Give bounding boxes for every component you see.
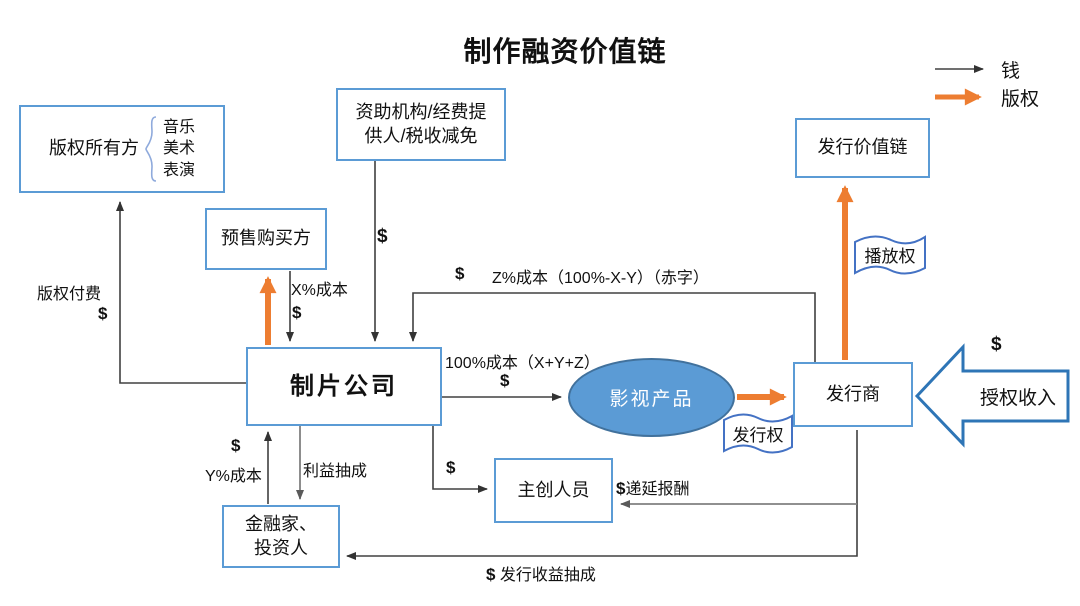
license-income-dollar: $ — [991, 334, 1002, 355]
distribution-chain-label: 发行价值链 — [817, 137, 908, 158]
label-deferred-pay-dollar: $ — [616, 479, 626, 498]
broadcast-rights-label: 播放权 — [864, 246, 916, 266]
flag-icon — [854, 235, 926, 275]
connector-zcost-distributor-to-production — [409, 292, 816, 362]
production-company-label: 制片公司 — [290, 372, 398, 400]
film-product-ellipse: 影视产品 — [568, 358, 735, 437]
creators-box: 主创人员 — [494, 458, 613, 523]
legend-money: 钱 — [933, 55, 1073, 83]
funding-box: 资助机构/经费提 供人/税收减免 — [336, 88, 506, 161]
financiers-label: 金融家、 投资人 — [245, 514, 317, 558]
legend-money-label: 钱 — [1001, 60, 1021, 82]
license-income-label: 授权收入 — [979, 388, 1056, 409]
label-deferred-pay-text: 递延报酬 — [625, 481, 690, 498]
label-y-cost-dollar: $ — [231, 436, 241, 455]
financiers-box: 金融家、 投资人 — [222, 505, 340, 568]
flag-icon — [723, 413, 793, 454]
copyright-owners-label: 版权所有方 — [48, 138, 139, 159]
broadcast-rights-banner: 播放权 — [851, 229, 929, 279]
legend: 钱 版权 — [933, 55, 1073, 111]
label-x-cost: X%成本 — [291, 282, 348, 299]
owner-item-music: 音乐 — [162, 118, 195, 136]
legend-copyright: 版权 — [933, 83, 1073, 111]
connector-production-to-creators — [432, 426, 488, 493]
label-deferred-pay: $递延报酬 — [616, 475, 689, 499]
label-y-cost: Y%成本 — [205, 468, 262, 485]
money-arrow-icon — [935, 65, 984, 73]
copyright-owners-box: 版权所有方 音乐 美术 表演 — [19, 105, 225, 193]
label-full-cost-dollar: $ — [500, 371, 510, 390]
label-x-cost-dollar: $ — [292, 303, 302, 322]
copyright-arrow-icon — [935, 88, 982, 106]
presale-box: 预售购买方 — [205, 208, 327, 270]
label-distribution-share-dollar: $ — [486, 565, 496, 584]
label-distribution-share-text: 发行收益抽成 — [495, 567, 596, 584]
distributor-label: 发行商 — [826, 383, 880, 404]
distribution-chain-box: 发行价值链 — [795, 118, 930, 178]
label-distribution-share: $ 发行收益抽成 — [486, 561, 596, 585]
label-funding-dollar: $ — [377, 226, 388, 247]
label-copyright-fee: 版权付费 — [37, 286, 102, 303]
connector-distribution-share — [346, 430, 858, 560]
funding-label: 资助机构/经费提 供人/税收减免 — [355, 102, 487, 146]
label-creators-dollar: $ — [446, 458, 456, 477]
presale-label: 预售购买方 — [221, 228, 311, 249]
creators-label: 主创人员 — [517, 479, 590, 500]
label-z-cost-dollar: $ — [455, 264, 465, 283]
production-company-box: 制片公司 — [246, 347, 442, 426]
film-product-label: 影视产品 — [609, 389, 694, 410]
brace-icon — [145, 116, 157, 182]
distributor-box: 发行商 — [793, 362, 913, 427]
copyright-owner-items: 音乐 美术 表演 — [163, 117, 195, 182]
label-profit-share: 利益抽成 — [303, 463, 368, 480]
label-full-cost: 100%成本（X+Y+Z） — [445, 355, 600, 372]
legend-copyright-label: 版权 — [1001, 88, 1040, 110]
label-copyright-fee-dollar: $ — [98, 304, 108, 323]
license-income-block-arrow — [914, 343, 1070, 448]
distribution-rights-banner: 发行权 — [720, 408, 796, 458]
distribution-rights-label: 发行权 — [732, 425, 784, 445]
label-z-cost: Z%成本（100%-X-Y）（赤字） — [492, 270, 709, 287]
copyright-owners-content: 版权所有方 音乐 美术 表演 — [49, 114, 195, 184]
owner-item-performance: 表演 — [162, 161, 195, 179]
owner-item-art: 美术 — [162, 140, 195, 158]
connector-copyright-fee — [116, 201, 246, 384]
diagram-title: 制作融资价值链 — [463, 36, 667, 67]
